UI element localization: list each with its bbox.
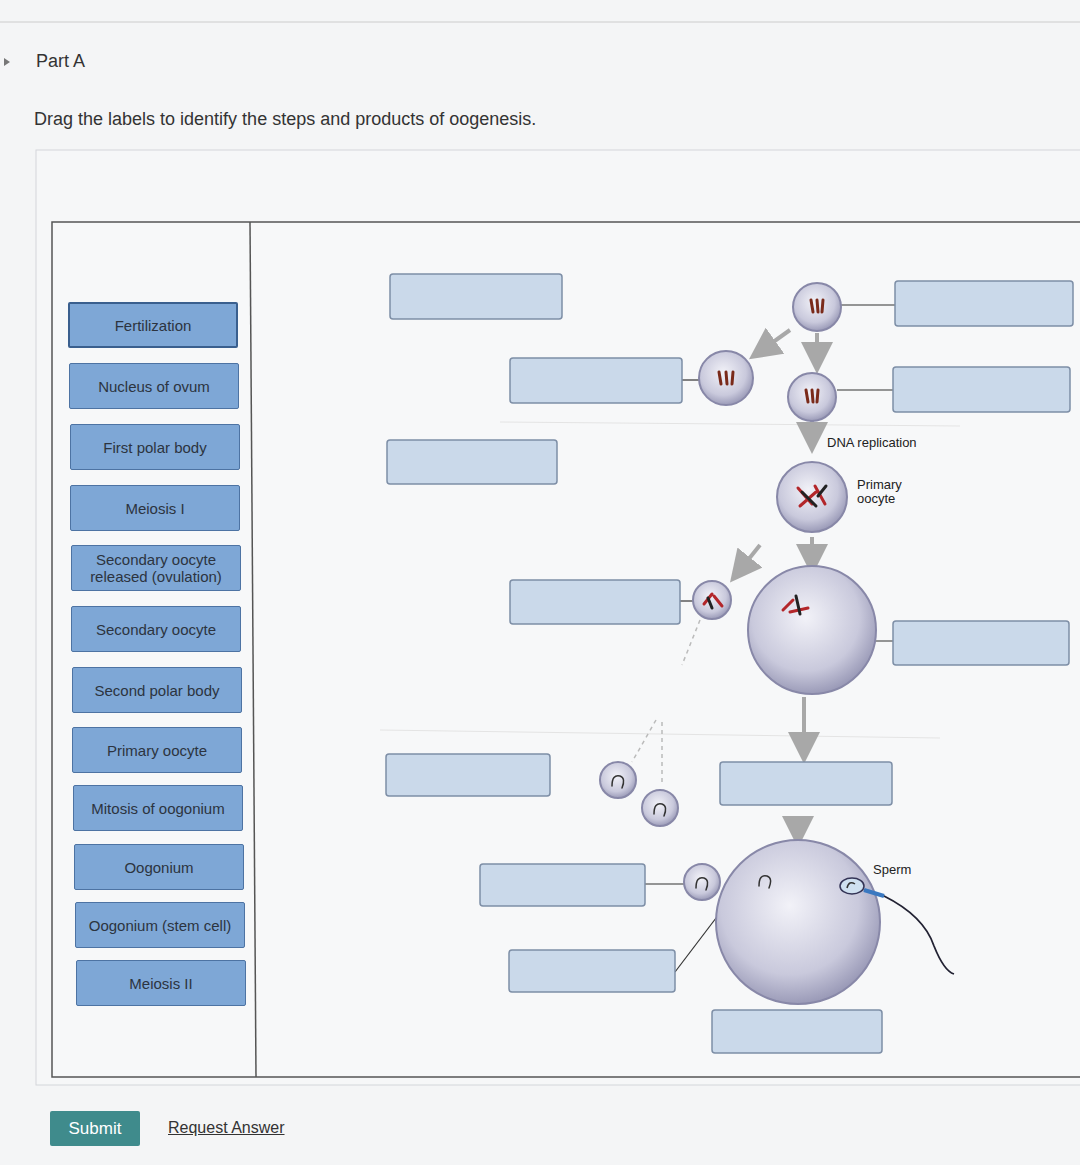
label-text: Fertilization <box>115 317 192 334</box>
drag-label: Mitosis of oogonium <box>73 785 243 831</box>
drag-label: Fertilization <box>68 302 238 348</box>
cell-label: Primary oocyte <box>857 478 917 507</box>
drag-label: Second polar body <box>72 667 242 713</box>
drag-label: Meiosis II <box>76 960 246 1006</box>
drag-label: Oogonium (stem cell) <box>75 902 245 948</box>
label-text: Meiosis II <box>129 975 192 992</box>
drag-label: Nucleus of ovum <box>69 363 239 409</box>
drag-label: Meiosis I <box>70 485 240 531</box>
label-text: Nucleus of ovum <box>98 378 210 395</box>
drag-label: Secondary oocyte released (ovulation) <box>71 545 241 591</box>
label-text: Submit <box>69 1119 122 1139</box>
drag-label: Oogonium <box>74 844 244 890</box>
label-text: Secondary oocyte <box>96 621 216 638</box>
label-text: Oogonium (stem cell) <box>89 917 232 934</box>
label-text: Mitosis of oogonium <box>91 800 224 817</box>
drag-label: Primary oocyte <box>72 727 242 773</box>
request-answer-link: Request Answer <box>168 1119 285 1137</box>
label-text: Primary oocyte <box>107 742 207 759</box>
label-text: Second polar body <box>94 682 219 699</box>
drag-label: Secondary oocyte <box>71 606 241 652</box>
cell-label: Sperm <box>873 863 911 877</box>
label-text: Secondary oocyte released (ovulation) <box>78 551 234 585</box>
label-text: Meiosis I <box>125 500 184 517</box>
step-label: DNA replication <box>827 436 917 450</box>
instruction-title: Drag the labels to identify the steps an… <box>34 109 536 130</box>
label-text: First polar body <box>103 439 206 456</box>
part-heading: Part A <box>36 52 85 72</box>
label-text: Oogonium <box>124 859 193 876</box>
drag-label: First polar body <box>70 424 240 470</box>
submit-button: Submit <box>50 1111 140 1146</box>
